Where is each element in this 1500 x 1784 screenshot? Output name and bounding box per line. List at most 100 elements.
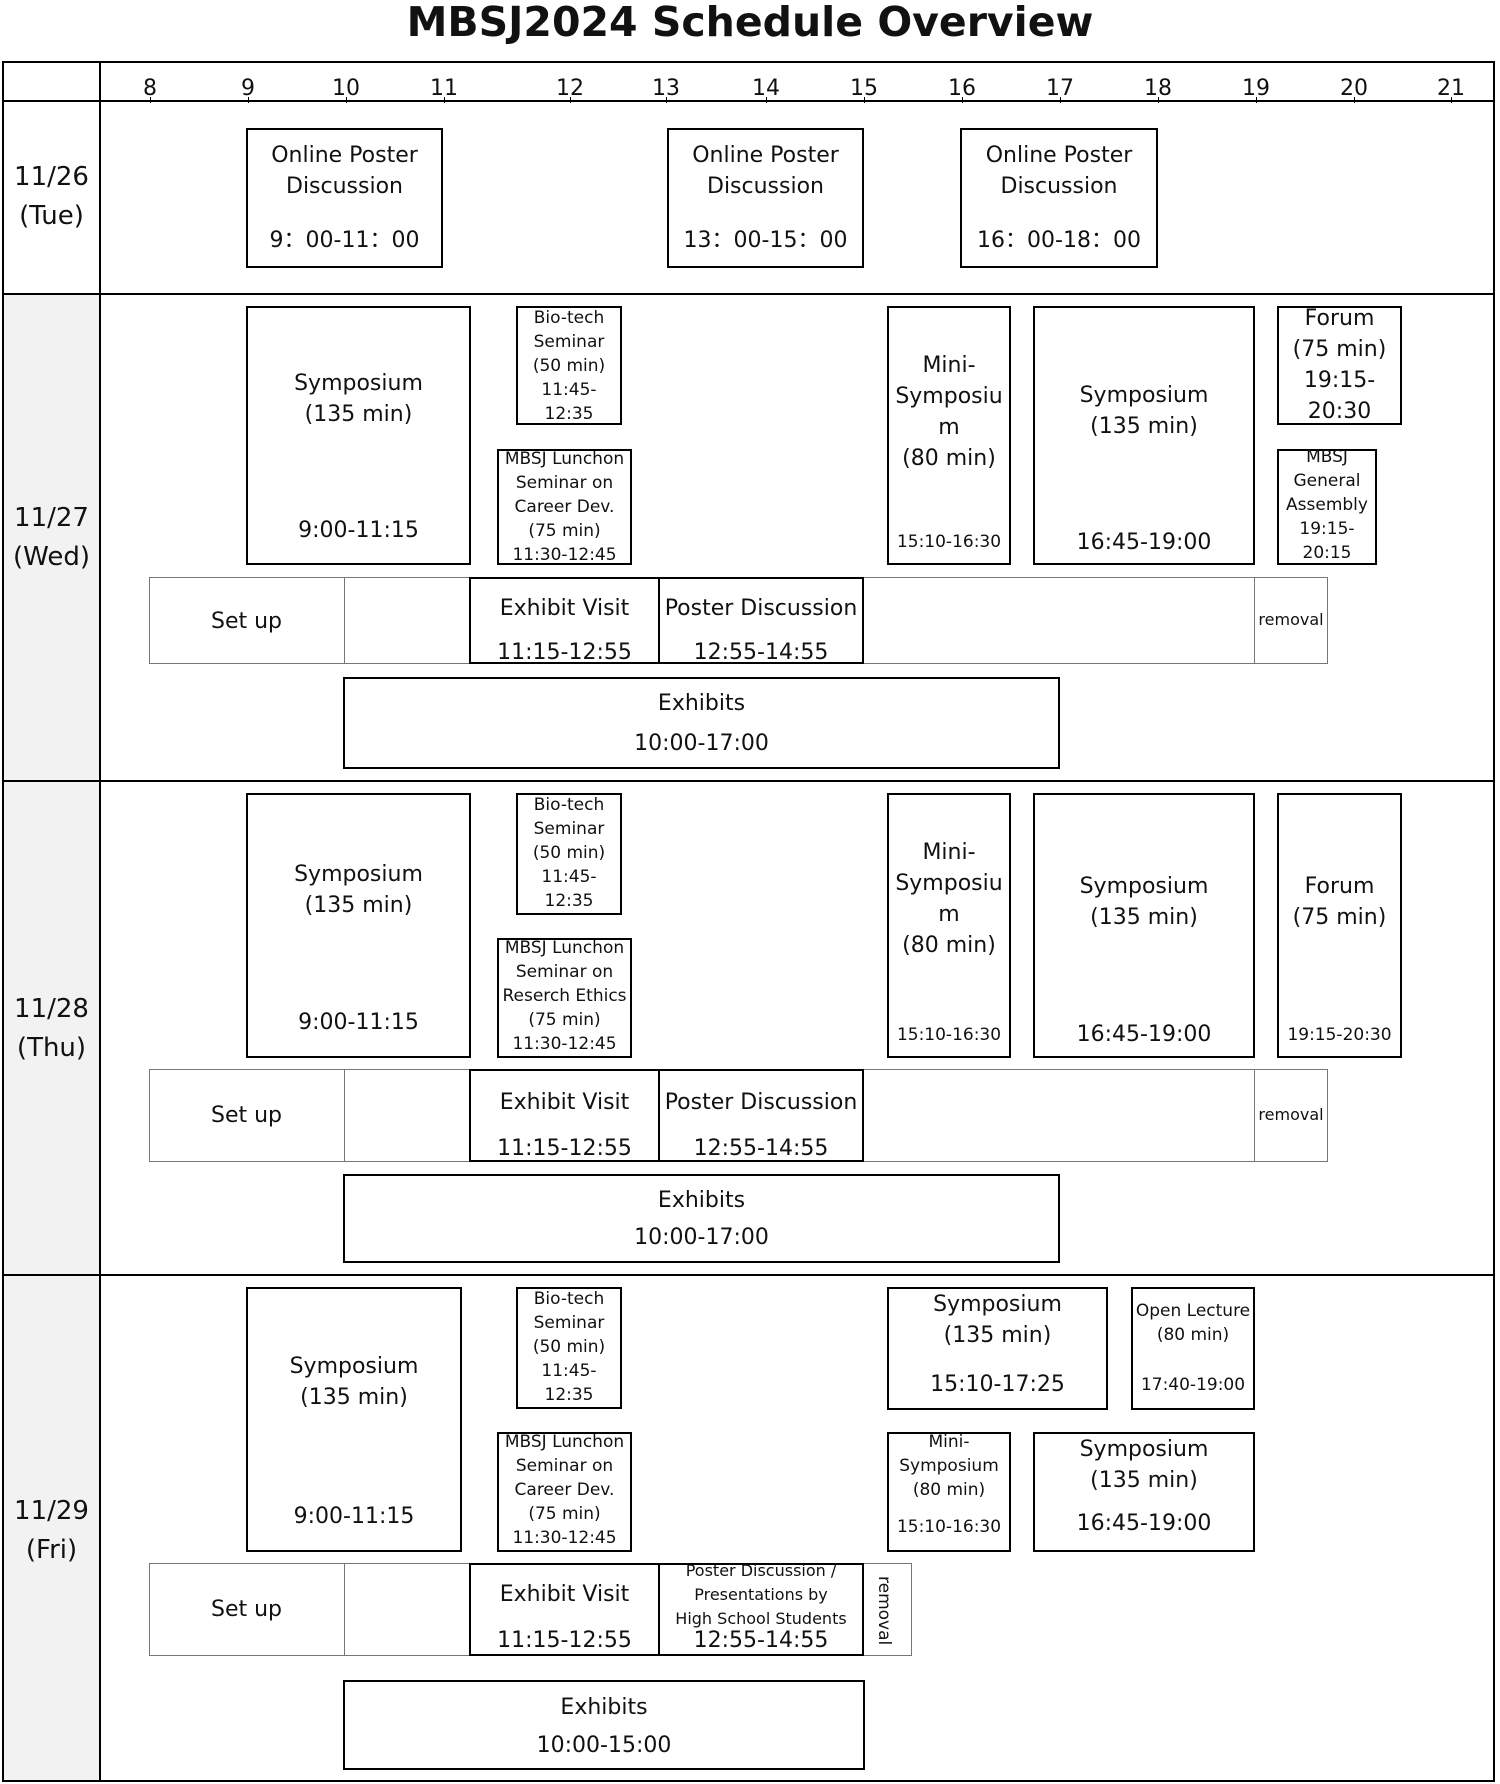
exhibit-visit-block: Exhibit Visit 11:15-12:55 xyxy=(469,1563,660,1656)
exhibits-block: Exhibits 10:00-15:00 xyxy=(343,1680,865,1770)
general-assembly-block: MBSJ General Assembly 19:15- 20:15 xyxy=(1277,447,1377,565)
lunchon-seminar-block: MBSJ Lunchon Seminar on Reserch Ethics (… xyxy=(497,938,632,1058)
event-name: Forum (75 min) xyxy=(1292,874,1387,930)
bar-divider xyxy=(344,577,345,664)
day-cell-shade xyxy=(4,295,99,780)
hour-tick-mark xyxy=(150,97,151,103)
event-time: 19:15-20:30 xyxy=(1287,1025,1392,1045)
event-name: Symposium (135 min) xyxy=(1079,1437,1209,1493)
event-name: Exhibit Visit xyxy=(499,596,630,621)
event-time: 9:00-11:15 xyxy=(293,1504,415,1529)
event-name: Mini- Symposiu m (80 min) xyxy=(895,840,1003,958)
event-name: Exhibits xyxy=(657,1188,746,1213)
event-name: Exhibits xyxy=(657,691,746,716)
hour-tick-label: 14 xyxy=(752,76,780,101)
event-time: 10:00-15:00 xyxy=(536,1733,672,1758)
hour-tick-mark xyxy=(570,97,571,103)
hour-tick-label: 9 xyxy=(241,76,255,101)
bar-divider xyxy=(1254,577,1255,664)
lunchon-seminar-block: MBSJ Lunchon Seminar on Career Dev. (75 … xyxy=(497,449,632,565)
mini-symposium-block: Mini- Symposiu m (80 min) 15:10-16:30 xyxy=(887,793,1011,1058)
exhibit-visit-block: Exhibit Visit 11:15-12:55 xyxy=(469,577,660,665)
hour-tick-mark xyxy=(962,97,963,103)
symposium-block: Symposium (135 min) 16:45-19:00 xyxy=(1033,306,1255,565)
day-weekday: (Tue) xyxy=(19,201,84,231)
online-poster-discussion-block: Online Poster Discussion 16：00-18：00 xyxy=(960,128,1158,268)
event-time: 16:45-19:00 xyxy=(1076,1511,1212,1536)
event-name: Symposium (135 min) xyxy=(289,1354,419,1410)
bar-divider xyxy=(1254,1069,1255,1162)
event-name: Forum (75 min) 19:15- 20:30 xyxy=(1292,306,1387,424)
hour-tick-label: 15 xyxy=(850,76,878,101)
symposium-block: Symposium (135 min) 15:10-17:25 xyxy=(887,1287,1108,1410)
event-time: 11:15-12:55 xyxy=(497,1136,632,1161)
hour-tick-label: 21 xyxy=(1437,76,1465,101)
hour-tick-mark xyxy=(248,97,249,103)
event-name: Bio-tech Seminar (50 min) 11:45- 12:35 xyxy=(532,1289,606,1405)
symposium-block: Symposium (135 min) 9:00-11:15 xyxy=(246,1287,462,1552)
event-time: 16:45-19:00 xyxy=(1076,530,1212,555)
event-time: 17:40-19:00 xyxy=(1140,1375,1246,1395)
symposium-block: Symposium (135 min) 9:00-11:15 xyxy=(246,793,471,1058)
event-name: Symposium (135 min) xyxy=(294,862,423,918)
event-time: 15:10-16:30 xyxy=(896,532,1002,552)
event-name: Symposium (135 min) xyxy=(933,1292,1062,1348)
hour-tick-label: 19 xyxy=(1242,76,1270,101)
event-time: 10:00-17:00 xyxy=(634,731,769,756)
event-time: 9:00-11:15 xyxy=(298,518,419,543)
schedule-grid xyxy=(2,61,1495,1782)
event-name: MBSJ Lunchon Seminar on Career Dev. (75 … xyxy=(504,449,625,565)
date-column-divider xyxy=(99,61,101,1782)
hour-tick-label: 17 xyxy=(1046,76,1074,101)
hour-tick-label: 11 xyxy=(430,76,458,101)
hour-tick-label: 16 xyxy=(948,76,976,101)
bar-divider xyxy=(344,1069,345,1162)
event-name: Symposium (135 min) xyxy=(1079,383,1209,439)
day-divider xyxy=(2,293,1495,295)
hour-tick-mark xyxy=(1158,97,1159,103)
day-divider xyxy=(2,780,1495,782)
hour-tick-mark xyxy=(1451,97,1452,103)
poster-discussion-block: Poster Discussion 12:55-14:55 xyxy=(658,577,864,665)
biotech-seminar-block: Bio-tech Seminar (50 min) 11:45- 12:35 xyxy=(516,793,622,915)
online-poster-discussion-block: Online Poster Discussion 9：00-11：00 xyxy=(246,128,443,268)
page-title: MBSJ2024 Schedule Overview xyxy=(406,0,1094,46)
hour-tick-mark xyxy=(666,97,667,103)
hour-tick-label: 20 xyxy=(1340,76,1368,101)
event-name: MBSJ General Assembly 19:15- 20:15 xyxy=(1286,447,1368,563)
exhibits-block: Exhibits 10:00-17:00 xyxy=(343,1174,1060,1263)
hour-tick-label: 12 xyxy=(556,76,584,101)
event-name: Online Poster Discussion xyxy=(985,143,1133,199)
online-poster-discussion-block: Online Poster Discussion 13：00-15：00 xyxy=(667,128,864,268)
open-lecture-block: Open Lecture (80 min) 17:40-19:00 xyxy=(1131,1287,1255,1410)
symposium-block: Symposium (135 min) 9:00-11:15 xyxy=(246,306,471,565)
event-name: Poster Discussion xyxy=(664,1090,858,1115)
event-time: 12:55-14:55 xyxy=(693,1628,829,1653)
biotech-seminar-block: Bio-tech Seminar (50 min) 11:45- 12:35 xyxy=(516,306,622,425)
event-name: MBSJ Lunchon Seminar on Reserch Ethics (… xyxy=(502,938,627,1054)
event-time: 12:55-14:55 xyxy=(693,640,829,665)
event-time: 15:10-16:30 xyxy=(896,1025,1002,1045)
event-name: Exhibit Visit xyxy=(499,1090,630,1115)
forum-block: Forum (75 min) 19:15-20:30 xyxy=(1277,793,1402,1058)
hour-tick-mark xyxy=(864,97,865,103)
event-time: 16：00-18：00 xyxy=(977,228,1141,253)
hour-tick-mark xyxy=(444,97,445,103)
day-divider xyxy=(2,1274,1495,1276)
event-name: Poster Discussion / Presentations by Hig… xyxy=(675,1561,847,1628)
event-name: Poster Discussion xyxy=(664,596,858,621)
event-time: 11:15-12:55 xyxy=(497,1628,632,1653)
header-divider xyxy=(2,100,1495,102)
setup-label: Set up xyxy=(210,1103,283,1128)
poster-discussion-block: Poster Discussion / Presentations by Hig… xyxy=(658,1561,864,1656)
forum-block: Forum (75 min) 19:15- 20:30 xyxy=(1277,306,1402,425)
event-name: Online Poster Discussion xyxy=(271,143,418,199)
bar-divider xyxy=(344,1563,345,1656)
day-cell-shade xyxy=(4,1276,99,1780)
exhibit-visit-block: Exhibit Visit 11:15-12:55 xyxy=(469,1069,660,1162)
event-name: Exhibits xyxy=(560,1695,648,1720)
event-time: 15:10-17:25 xyxy=(930,1372,1065,1397)
event-name: Bio-tech Seminar (50 min) 11:45- 12:35 xyxy=(532,795,606,911)
day-date: 11/29 xyxy=(14,1496,89,1526)
day-date: 11/26 xyxy=(14,162,89,192)
